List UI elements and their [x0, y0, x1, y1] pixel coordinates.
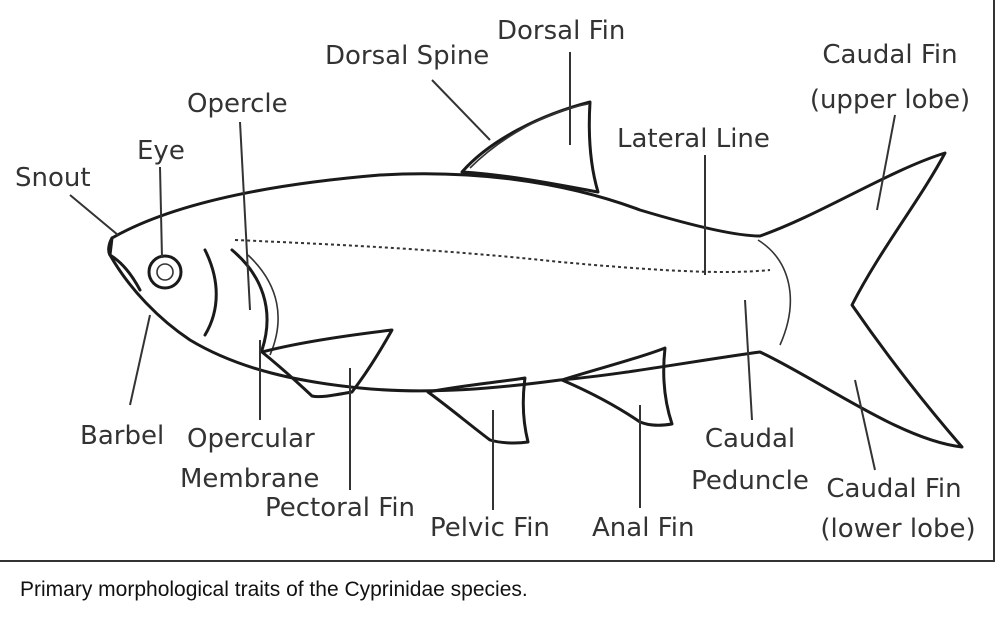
fish-body-outline [108, 151, 964, 449]
mouth [107, 236, 142, 292]
leader-eye [159, 166, 163, 259]
label-lateral-line: Lateral Line [617, 124, 770, 154]
eye-outer [147, 254, 183, 290]
eye-inner [156, 263, 174, 281]
label-dorsal-spine: Dorsal Spine [325, 41, 489, 71]
caudal-peduncle-curve [757, 239, 792, 346]
label-snout: Snout [15, 163, 91, 193]
leader-barbel [129, 314, 151, 406]
leader-snout [69, 194, 119, 236]
label-pectoral-fin: Pectoral Fin [265, 493, 415, 523]
label-caudal-lower-2: (lower lobe) [820, 514, 975, 544]
label-opercular-1: Opercular [187, 424, 315, 454]
label-caudal-upper-2: (upper lobe) [810, 85, 970, 115]
leader-caudal-lower [854, 379, 876, 471]
opercular-membrane-curve [230, 248, 269, 352]
pectoral-fin [260, 328, 394, 399]
label-eye: Eye [137, 136, 185, 166]
pelvic-fin [426, 376, 530, 445]
label-dorsal-fin: Dorsal Fin [497, 16, 625, 46]
label-opercle: Opercle [187, 89, 288, 119]
label-caudal-lower-1: Caudal Fin [826, 474, 961, 504]
anal-fin [560, 346, 674, 427]
leader-opercle [239, 121, 251, 311]
leader-caudal-upper [876, 114, 896, 211]
leader-caudal-peduncle [744, 299, 753, 421]
figure-caption: Primary morphological traits of the Cypr… [20, 578, 528, 601]
label-anal-fin: Anal Fin [592, 513, 694, 543]
membrane-edge [247, 254, 279, 356]
lateral-line [234, 239, 771, 273]
label-caudal-upper-1: Caudal Fin [822, 40, 957, 70]
label-pelvic-fin: Pelvic Fin [430, 513, 550, 543]
leader-dorsal-spine [431, 79, 491, 141]
dorsal-spine [469, 103, 589, 169]
label-caudal-peduncle-2: Peduncle [691, 466, 809, 496]
dorsal-fin [460, 100, 600, 194]
figure-frame: Dorsal Fin Dorsal Spine Caudal Fin (uppe… [0, 0, 995, 562]
label-barbel: Barbel [80, 421, 164, 451]
label-caudal-peduncle-1: Caudal [705, 424, 795, 454]
opercle-curve [203, 248, 218, 337]
label-opercular-2: Membrane [180, 464, 319, 494]
fish-diagram: Dorsal Fin Dorsal Spine Caudal Fin (uppe… [15, 16, 976, 544]
